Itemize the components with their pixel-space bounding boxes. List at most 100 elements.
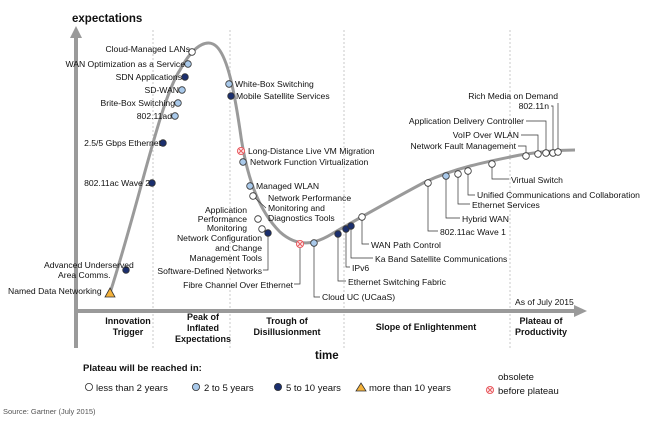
label-802-11ac-wave-1: 802.11ac Wave 1 — [440, 227, 506, 237]
marker-application-delivery-controller — [542, 149, 550, 157]
y-axis-label: expectations — [72, 13, 142, 25]
legend-label-2to5: 2 to 5 years — [204, 383, 254, 394]
leader-software-defined-networks — [263, 236, 269, 271]
legend-title: Plateau will be reached in: — [83, 363, 202, 374]
label-wan-path-control: WAN Path Control — [371, 240, 441, 250]
marker-fibre-channel-over-ethernet — [295, 239, 305, 249]
phase-trigger-line1: Innovation — [105, 316, 151, 326]
label-application-performance-monitoring-line3: Monitoring — [207, 223, 247, 233]
leader-hybrid-wan — [445, 179, 460, 219]
legend-marker-2to5 — [191, 382, 200, 391]
phase-peak-line3: Expectations — [175, 334, 231, 344]
marker-sdn-applications — [181, 73, 189, 81]
legend: Plateau will be reached in: less than 2 … — [83, 363, 559, 397]
label-ipv6: IPv6 — [352, 263, 369, 273]
marker-advanced-underserved-area-comms — [122, 266, 130, 274]
marker-2-5-5-gbps-ethernet — [159, 139, 167, 147]
legend-label-5to10: 5 to 10 years — [286, 383, 341, 394]
label-advanced-underserved-area-comms-line1: Advanced Underserved — [44, 260, 134, 270]
technology-markers — [104, 48, 562, 298]
marker-mobile-satellite-services — [227, 92, 235, 100]
label-white-box-switching: White-Box Switching — [235, 79, 314, 89]
marker-voip-over-wlan — [534, 150, 542, 158]
label-ethernet-switching-fabric: Ethernet Switching Fabric — [348, 277, 447, 287]
legend-label-lt2: less than 2 years — [96, 383, 168, 394]
leader-ipv6 — [345, 232, 350, 268]
marker-ethernet-switching-fabric — [334, 230, 342, 238]
legend-marker-gt10 — [355, 382, 367, 392]
leader-fibre-channel-over-ethernet — [294, 247, 301, 285]
source-note: Source: Gartner (July 2015) — [3, 407, 96, 416]
label-software-defined-networks: Software-Defined Networks — [157, 266, 262, 276]
label-hybrid-wan: Hybrid WAN — [462, 214, 509, 224]
legend-label-obsolete-line1: obsolete — [498, 372, 534, 383]
label-network-function-virtualization: Network Function Virtualization — [250, 157, 369, 167]
marker-brite-box-switching — [174, 99, 182, 107]
label-802-11n: 802.11n — [519, 101, 550, 111]
label-network-configuration-and-change-management-tools-line3: Management Tools — [190, 253, 262, 263]
marker-application-performance-monitoring — [254, 215, 262, 223]
label-cloud-uc-ucaas: Cloud UC (UCaaS) — [322, 292, 395, 302]
leader-802-11ac-wave-1 — [427, 186, 438, 232]
marker-rich-media-on-demand — [554, 148, 562, 156]
y-axis-arrow — [70, 26, 82, 38]
label-mobile-satellite-services: Mobile Satellite Services — [236, 91, 330, 101]
leader-802-11n — [551, 105, 554, 150]
label-network-fault-management: Network Fault Management — [410, 141, 516, 151]
label-ethernet-services: Ethernet Services — [472, 200, 540, 210]
marker-network-fault-management — [522, 152, 530, 160]
label-network-performance-monitoring-and-diagnostics-tools-line1: Network Performance — [268, 193, 351, 203]
marker-managed-wlan — [246, 182, 254, 190]
phase-trough-line2: Disillusionment — [253, 327, 320, 337]
phase-plateau-line2: Productivity — [515, 327, 567, 337]
label-network-performance-monitoring-and-diagnostics-tools-line3: Diagnostics Tools — [268, 213, 335, 223]
marker-cloud-managed-lans — [188, 48, 196, 56]
label-managed-wlan: Managed WLAN — [256, 181, 319, 191]
legend-marker-obsolete — [485, 385, 495, 395]
label-application-performance-monitoring-line2: Performance — [198, 214, 247, 224]
axes — [70, 26, 587, 348]
leader-cloud-uc-ucaas — [313, 246, 320, 298]
legend-marker-5to10 — [273, 382, 282, 391]
marker-network-configuration-and-change-management-tools — [258, 225, 266, 233]
marker-white-box-switching — [225, 80, 233, 88]
label-application-performance-monitoring-line1: Application — [205, 205, 247, 215]
leader-wan-path-control — [361, 220, 369, 245]
phase-peak-line1: Peak of — [187, 312, 220, 322]
leader-unified-communications-and-collaboration — [467, 174, 475, 196]
as-of-label: As of July 2015 — [515, 297, 574, 307]
leader-ethernet-services — [457, 177, 470, 205]
leader-ka-band-satellite-communications — [350, 229, 373, 259]
label-sdn-applications: SDN Applications — [116, 72, 182, 82]
label-advanced-underserved-area-comms-line2: Area Comms. — [58, 270, 111, 280]
phase-slope: Slope of Enlightenment — [376, 322, 477, 332]
marker-cloud-uc-ucaas — [310, 239, 318, 247]
label-cloud-managed-lans: Cloud-Managed LANs — [105, 44, 190, 54]
label-network-configuration-and-change-management-tools-line1: Network Configuration — [177, 233, 262, 243]
label-network-performance-monitoring-and-diagnostics-tools-line2: Monitoring and — [268, 203, 325, 213]
marker-long-distance-live-vm-migration — [236, 146, 246, 156]
marker-named-data-networking — [104, 287, 116, 298]
label-named-data-networking: Named Data Networking — [8, 286, 102, 296]
label-802-11ac-wave-2: 802.11ac Wave 2 — [84, 178, 150, 188]
marker-software-defined-networks — [264, 229, 272, 237]
marker-wan-optimization-as-a-service — [184, 60, 192, 68]
leader-voip-over-wlan — [521, 134, 539, 151]
label-brite-box-switching: Brite-Box Switching — [100, 98, 175, 108]
label-wan-optimization-as-a-service: WAN Optimization as a Service — [65, 59, 185, 69]
marker-network-performance-monitoring-and-diagnostics-tools — [249, 192, 257, 200]
label-virtual-switch: Virtual Switch — [511, 175, 563, 185]
label-sd-wan: SD-WAN — [144, 85, 179, 95]
legend-label-obsolete-line2: before plateau — [498, 386, 559, 397]
label-rich-media-on-demand: Rich Media on Demand — [468, 91, 558, 101]
leader-network-performance-monitoring-and-diagnostics-tools — [254, 197, 267, 209]
technology-labels: Named Data Networking Advanced Underserve… — [8, 44, 640, 302]
label-802-11ad: 802.11ad — [137, 111, 172, 121]
leader-virtual-switch — [491, 167, 509, 180]
x-axis-label: time — [315, 350, 339, 362]
marker-802-11ad — [171, 112, 179, 120]
label-network-configuration-and-change-management-tools-line2: and Change — [215, 243, 262, 253]
label-voip-over-wlan: VoIP Over WLAN — [453, 130, 519, 140]
marker-hybrid-wan — [442, 172, 450, 180]
marker-802-11ac-wave-2 — [148, 179, 156, 187]
